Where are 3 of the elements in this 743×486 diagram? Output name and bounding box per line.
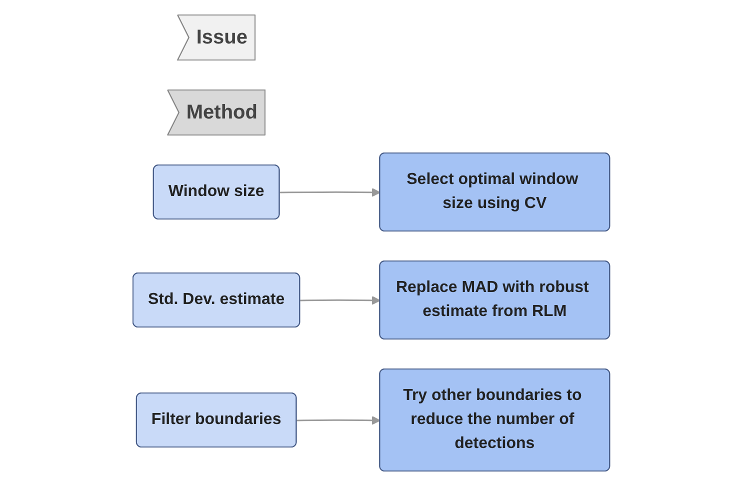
arrow [300, 296, 381, 305]
arrow [280, 188, 381, 197]
arrow [296, 416, 381, 425]
